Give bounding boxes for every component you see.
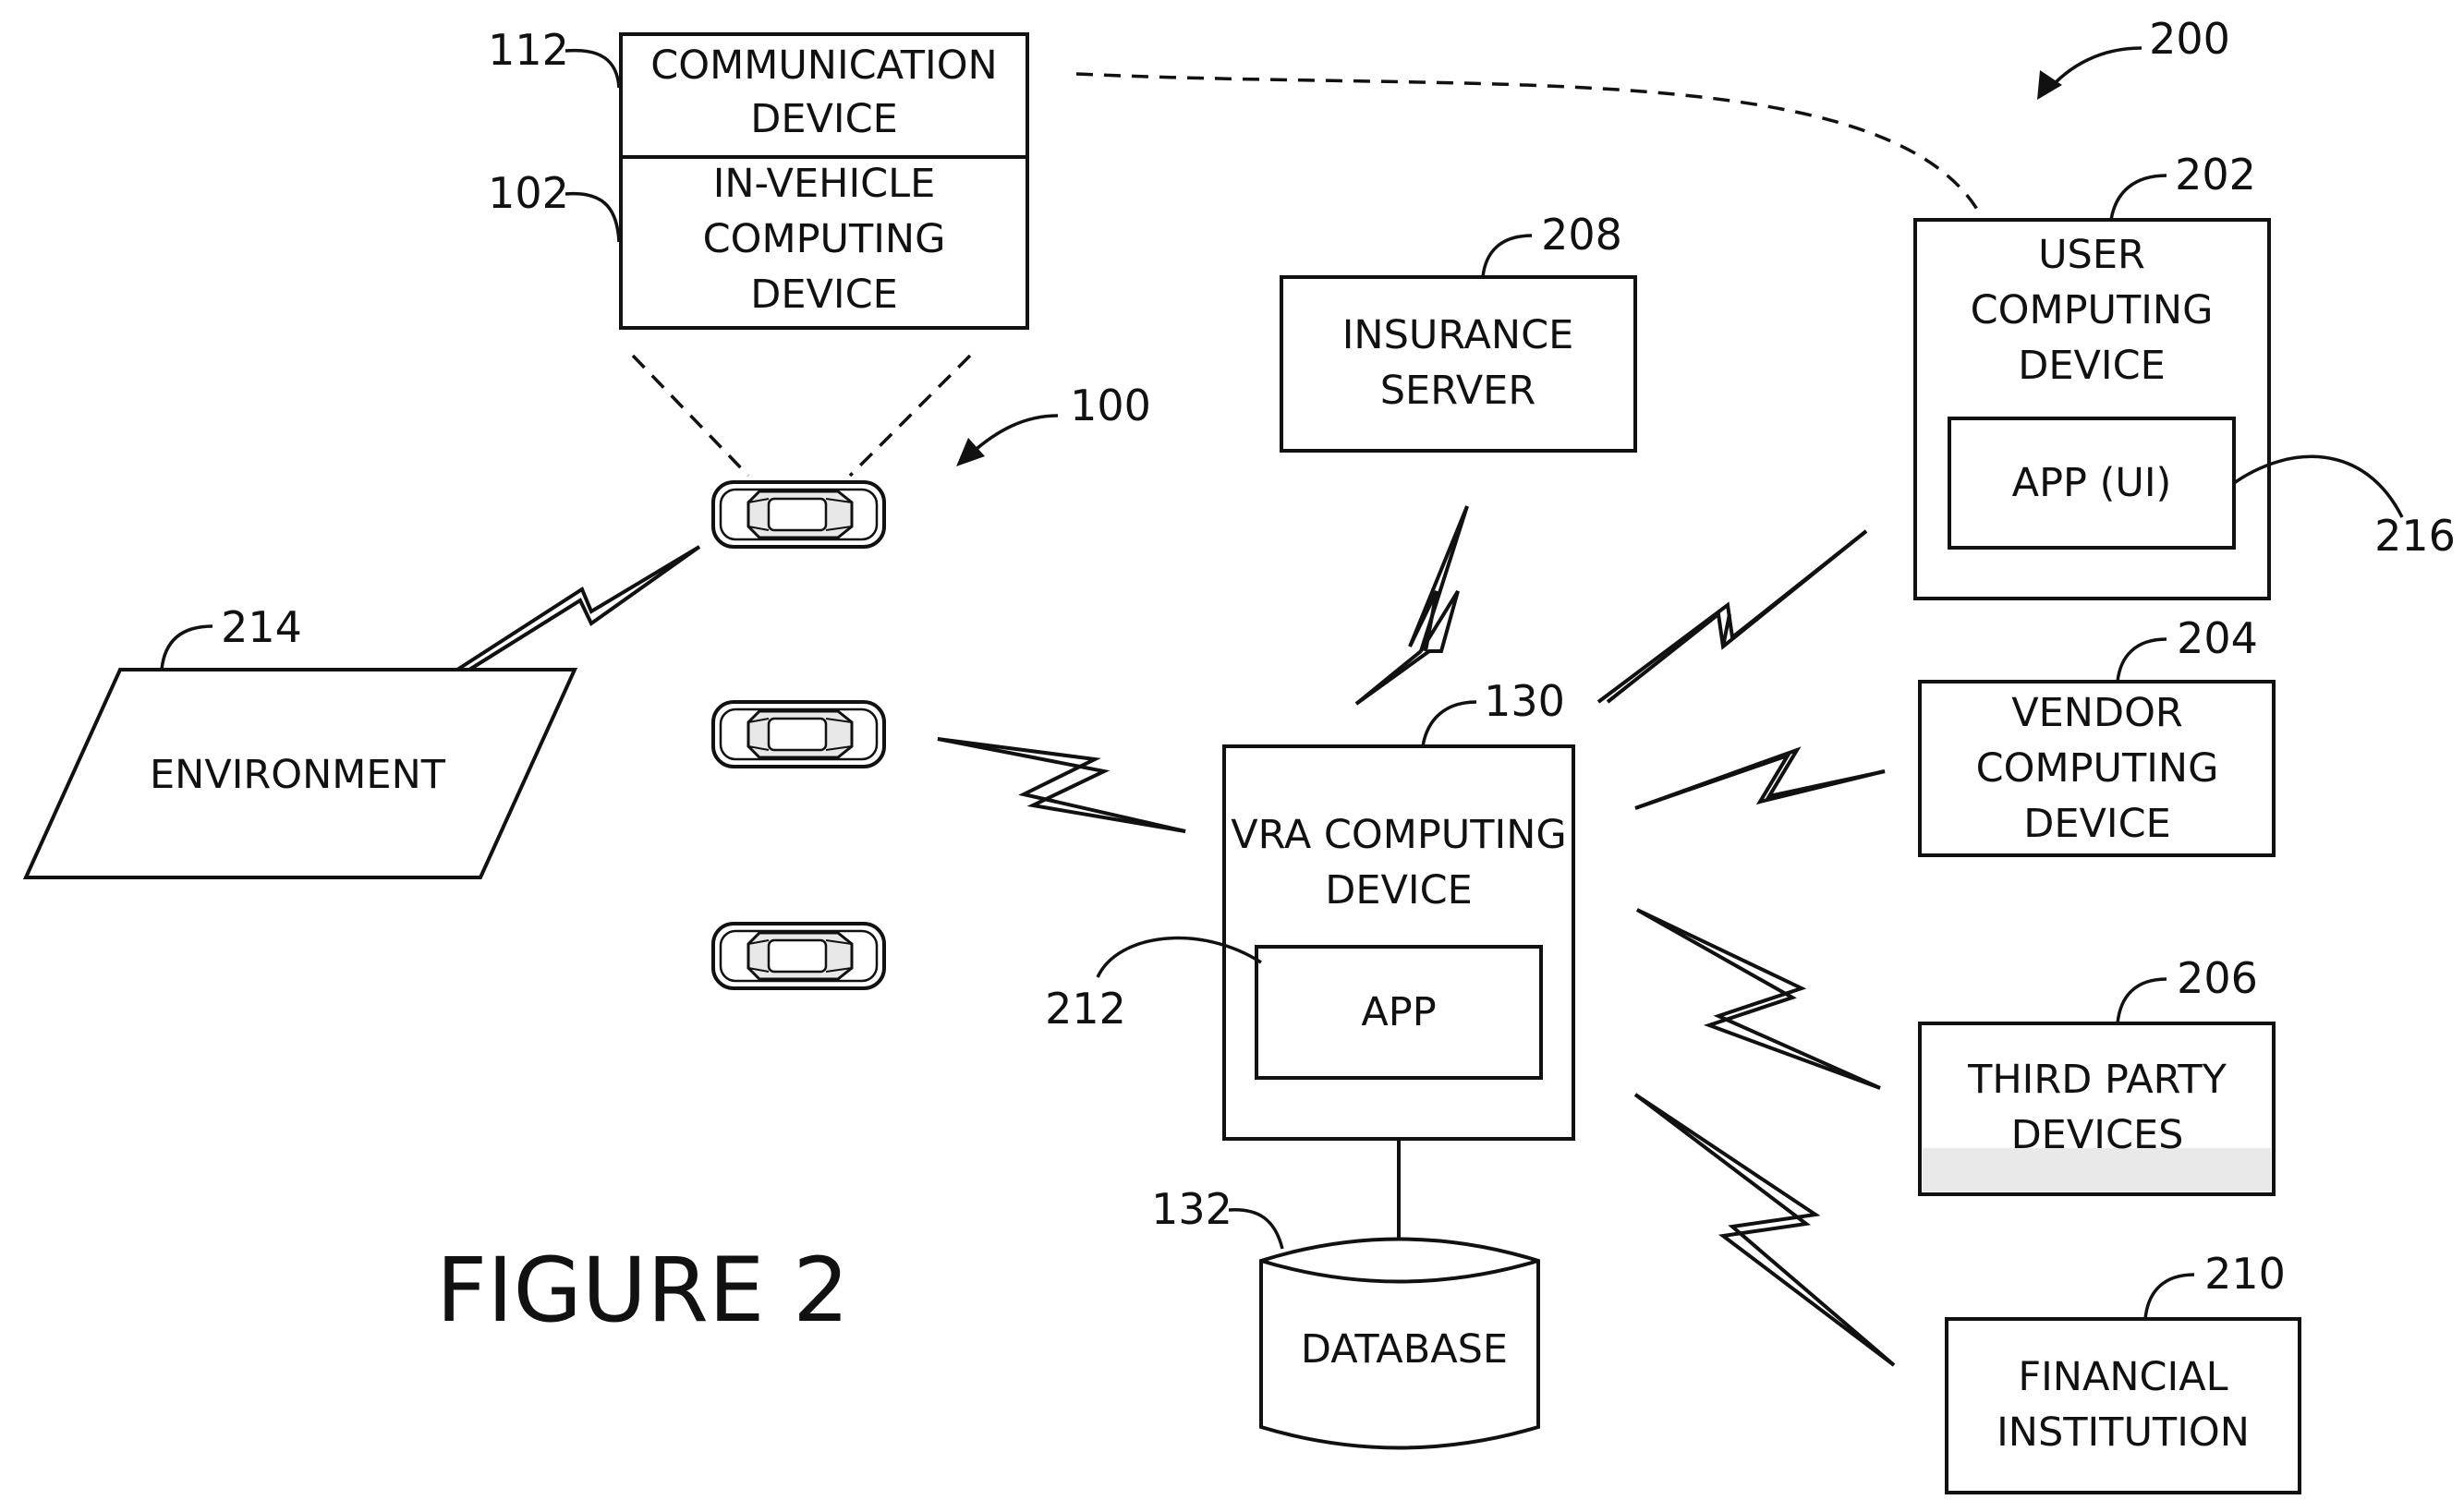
in-vehicle-computing-device-label-2: COMPUTING	[703, 216, 946, 262]
ref-130: 130	[1484, 676, 1565, 726]
leader-210	[2145, 1275, 2194, 1319]
vehicle-1-icon	[713, 482, 884, 547]
ref-202: 202	[2175, 150, 2256, 200]
link-vehicle-vra-b	[938, 739, 1185, 831]
environment-label: ENVIRONMENT	[150, 752, 446, 798]
communication-device-label-1: COMMUNICATION	[650, 42, 997, 89]
ref-206: 206	[2177, 953, 2258, 1003]
ref-100: 100	[1070, 381, 1151, 430]
ref-214: 214	[221, 602, 302, 652]
projection-line-right	[850, 356, 970, 476]
in-vehicle-device-stack: COMMUNICATION DEVICE IN-VEHICLE COMPUTIN…	[621, 34, 1027, 328]
leader-204	[2118, 639, 2167, 682]
projection-line-left	[633, 356, 748, 476]
leader-112	[565, 51, 619, 88]
leader-202	[2111, 175, 2167, 220]
link-environment-vehicle-2	[469, 547, 699, 670]
link-communication-user-dashed	[1076, 74, 1982, 217]
leader-130	[1423, 702, 1476, 746]
financial-institution-label-1: FINANCIAL	[2018, 1354, 2227, 1400]
vra-computing-device-label-2: DEVICE	[1325, 867, 1473, 913]
user-computing-device-label-3: DEVICE	[2018, 343, 2166, 389]
in-vehicle-computing-device-label-1: IN-VEHICLE	[713, 161, 936, 207]
ref-112: 112	[488, 25, 569, 75]
vra-computing-device-box	[1224, 746, 1573, 1139]
vendor-computing-device-label-1: VENDOR	[2011, 690, 2183, 736]
leader-206	[2118, 979, 2167, 1023]
financial-institution-label-2: INSTITUTION	[1997, 1409, 2250, 1456]
leader-214	[162, 626, 212, 670]
leader-132	[1229, 1210, 1282, 1249]
link-environment-vehicle	[457, 547, 699, 670]
link-third-party-vra-b	[1637, 910, 1880, 1088]
app-label: APP	[1361, 989, 1436, 1035]
ref-210: 210	[2204, 1249, 2286, 1299]
link-insurance-vra-c	[1356, 651, 1421, 704]
vehicle-3-icon	[713, 924, 884, 988]
database-label: DATABASE	[1301, 1326, 1508, 1373]
insurance-server-label-1: INSURANCE	[1342, 312, 1574, 358]
vendor-computing-device-label-2: COMPUTING	[1976, 745, 2219, 792]
in-vehicle-computing-device-label-3: DEVICE	[750, 272, 898, 318]
third-party-devices-label-2: DEVICES	[2011, 1112, 2184, 1158]
ref-200: 200	[2149, 14, 2230, 64]
link-insurance-vra-a	[1356, 506, 1467, 704]
ref-212: 212	[1045, 984, 1126, 1034]
leader-102	[565, 194, 619, 242]
ref-208: 208	[1541, 210, 1622, 260]
vra-computing-device-label-1: VRA COMPUTING	[1231, 812, 1566, 858]
link-third-party-vra-a	[1637, 910, 1880, 1088]
arrowhead-200	[2037, 70, 2062, 100]
ref-102: 102	[488, 168, 569, 218]
link-user-vra-a	[1608, 531, 1866, 702]
figure-title: FIGURE 2	[436, 1239, 849, 1342]
leader-208	[1483, 236, 1532, 277]
vendor-computing-device-label-3: DEVICE	[2023, 801, 2171, 847]
ref-216: 216	[2374, 511, 2456, 561]
communication-device-label-2: DEVICE	[750, 96, 898, 142]
link-financial-vra-a	[1635, 1095, 1894, 1365]
vehicle-2-icon	[713, 702, 884, 767]
link-vehicle-vra-a	[938, 739, 1185, 831]
arrow-100	[970, 416, 1058, 454]
arrowhead-100	[956, 438, 985, 466]
insurance-server-label-2: SERVER	[1380, 368, 1535, 414]
ref-204: 204	[2177, 613, 2258, 663]
link-insurance-vra-b	[1410, 506, 1467, 651]
ref-132: 132	[1151, 1184, 1232, 1234]
financial-institution-box	[1947, 1319, 2300, 1493]
insurance-server-box	[1281, 277, 1635, 451]
app-ui-label: APP (UI)	[2012, 460, 2172, 506]
user-computing-device-label-2: COMPUTING	[1971, 287, 2214, 333]
third-party-devices-label-1: THIRD PARTY	[1967, 1057, 2227, 1103]
user-computing-device-label-1: USER	[2038, 232, 2145, 278]
